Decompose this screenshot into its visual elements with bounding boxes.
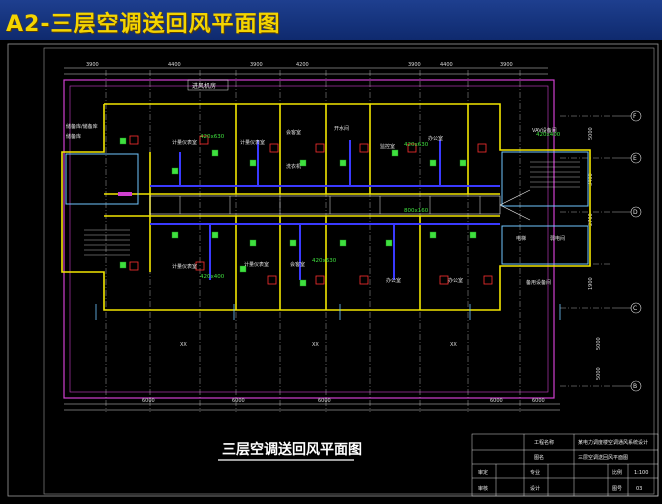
top-dim-2: 4400 [168, 62, 181, 68]
axis-d: D [633, 209, 638, 216]
room-top: 进风机房 [192, 82, 216, 90]
axis-f: F [633, 113, 637, 120]
tb-row3-right-label: 比例 [612, 469, 622, 476]
right-dim-4: 1900 [588, 277, 594, 290]
bottom-dim-1: 6000 [142, 398, 155, 404]
room-left-2: 储备库 [66, 133, 81, 140]
slope-labels: XX XX XX [180, 342, 457, 348]
right-axis-bubbles [630, 110, 642, 392]
duct-size-2: 420x630 [404, 142, 429, 148]
room-j: 计量仪表室 [244, 261, 269, 268]
right-dim-5: 5000 [596, 337, 602, 350]
room-b: 计量仪表室 [240, 139, 265, 146]
inner-frame [43, 47, 655, 495]
tb-row4-right-value: 03 [636, 486, 642, 492]
room-q: 备用设备间 [526, 279, 551, 286]
right-dimension-labels: 5000 3400 2700 1900 5000 5000 [588, 127, 602, 380]
right-dim-3: 2700 [588, 213, 594, 226]
supply-duct-main [150, 140, 500, 280]
room-labels: 进风机房 储备库/储备库 储备库 计量仪表室 计量仪表室 会客室 洗衣机 开水间… [66, 79, 565, 286]
top-dim-5: 3900 [408, 62, 421, 68]
room-left-1: 储备库/储备库 [66, 123, 98, 130]
bottom-dim-5: 6000 [532, 398, 545, 404]
right-dim-6: 5000 [596, 367, 602, 380]
bottom-dim-4: 6000 [490, 398, 503, 404]
tb-row4-right-label: 图号 [612, 486, 622, 492]
title-block-text: 工程名称 某电力调度楼空调通风系统设计 图名 三层空调送回风平面图 审定 专业 … [478, 439, 648, 492]
tb-project-name: 某电力调度楼空调通风系统设计 [578, 439, 648, 446]
tb-row4-mid: 设计 [530, 485, 540, 492]
tb-drawing-label: 图名 [534, 454, 544, 461]
stair-hatch-right [530, 161, 580, 188]
tb-row3-left: 审定 [478, 469, 488, 476]
room-c: 会客室 [286, 129, 301, 136]
room-l: 办公室 [386, 277, 401, 284]
cad-drawing: 3900 4400 3900 4200 3900 4400 3900 6000 … [0, 40, 662, 500]
room-k: 会客室 [290, 261, 305, 268]
axis-e: E [633, 155, 637, 162]
top-dimension-line [64, 67, 548, 75]
floor-plan-svg: 3900 4400 3900 4200 3900 4400 3900 6000 … [7, 43, 659, 497]
duct-size-4: 420x630 [312, 258, 337, 264]
duct-size-3: 420x400 [200, 274, 225, 280]
duct-size-6: 420x400 [536, 132, 561, 138]
axis-leaders [612, 115, 631, 387]
return-grilles [129, 135, 493, 285]
top-dim-1: 3900 [86, 62, 99, 68]
slope-2: XX [312, 342, 319, 348]
stair-hatch-left [84, 229, 130, 256]
duct-size-5: 800x160 [404, 208, 429, 214]
duct-branches [179, 196, 481, 214]
room-f: 监控室 [380, 143, 395, 150]
room-d: 洗衣机 [286, 163, 301, 170]
top-dim-7: 3900 [500, 62, 513, 68]
right-dim-2: 3400 [588, 173, 594, 186]
tb-row3-right-value: 1:100 [634, 470, 648, 476]
room-a: 计量仪表室 [172, 139, 197, 146]
air-diffusers [119, 137, 477, 287]
title-block [471, 433, 659, 497]
tb-row3-mid: 专业 [530, 469, 540, 476]
room-p: 弱电间 [550, 235, 565, 242]
room-e: 开水间 [334, 125, 349, 132]
axis-b: B [633, 383, 637, 390]
room-n: VAV设备间 [532, 127, 557, 134]
door-marker [118, 192, 132, 196]
axis-c: C [633, 305, 637, 312]
bottom-dimension-labels: 6000 6000 6000 6000 6000 [142, 398, 545, 404]
bottom-dim-3: 6000 [318, 398, 331, 404]
tb-row4-left: 审核 [478, 485, 488, 492]
boundary-outer [63, 79, 555, 399]
tb-project-label: 工程名称 [534, 439, 554, 446]
top-dimension-labels: 3900 4400 3900 4200 3900 4400 3900 [86, 62, 513, 68]
page-title: A2-三层空调送回风平面图 [6, 12, 281, 37]
grid-axes [105, 70, 612, 412]
top-dim-3: 3900 [250, 62, 263, 68]
outer-frame [7, 43, 659, 497]
room-o: 电梯 [516, 235, 526, 242]
slope-3: XX [450, 342, 457, 348]
bottom-dim-2: 6000 [232, 398, 245, 404]
top-dim-4: 4200 [296, 62, 309, 68]
header-bar: A2-三层空调送回风平面图 [0, 0, 662, 40]
flow-arrows [95, 304, 561, 320]
boundary-inner [69, 85, 549, 393]
room-g: 办公室 [428, 135, 443, 142]
bottom-dimension-line [64, 403, 560, 411]
tb-drawing-name: 三层空调送回风平面图 [578, 454, 628, 461]
right-dim-1: 5000 [588, 127, 594, 140]
drawing-caption: 三层空调送回风平面图 [222, 441, 362, 458]
return-duct-main [149, 189, 531, 221]
room-m: 办公室 [448, 277, 463, 284]
duct-size-labels: 420x630 420x630 420x400 420x630 800x160 … [200, 132, 561, 280]
stair-cores [65, 151, 589, 265]
slope-1: XX [180, 342, 187, 348]
duct-size-1: 420x630 [200, 134, 225, 140]
right-axis-letters: F E D C B [633, 113, 638, 390]
top-dim-6: 4400 [440, 62, 453, 68]
room-i: 计量仪表室 [172, 263, 197, 270]
